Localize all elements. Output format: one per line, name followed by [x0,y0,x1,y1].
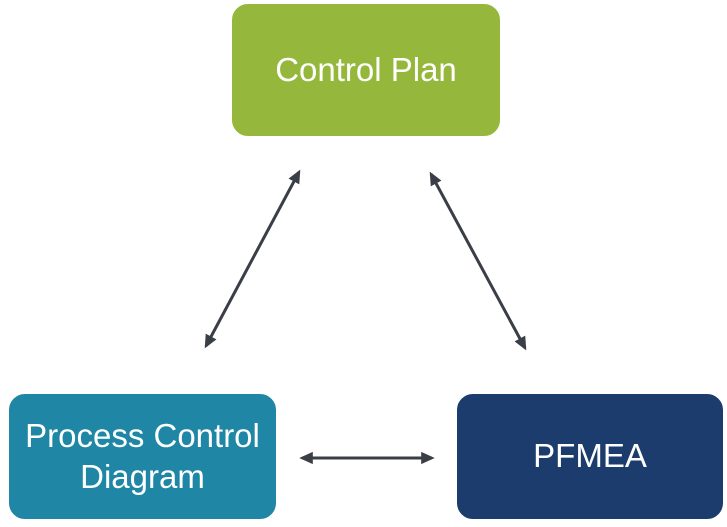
node-control-plan: Control Plan [230,2,502,138]
node-control-plan-label: Control Plan [275,50,457,88]
node-pfmea: PFMEA [455,392,725,521]
connector-control-plan-to-process-control-diagram [204,169,301,349]
node-process-control-diagram-label: Process Control Diagram [25,416,260,495]
connector-control-plan-to-pfmea [429,171,527,351]
node-process-control-diagram: Process Control Diagram [7,392,278,521]
node-pfmea-label: PFMEA [533,437,647,475]
